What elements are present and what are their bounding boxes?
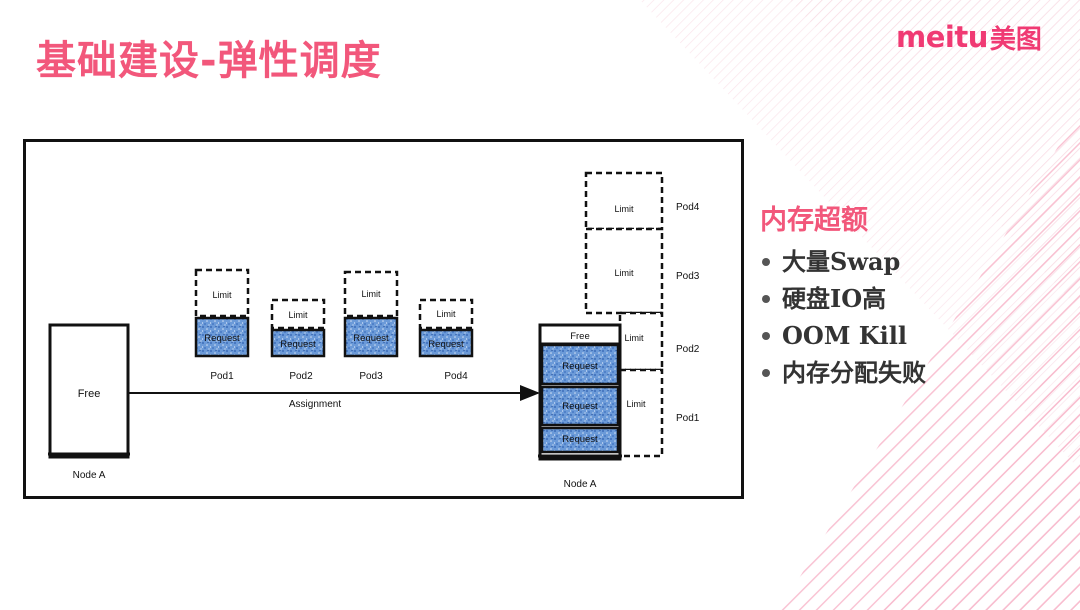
right-request-block-1 [540, 343, 620, 386]
pod1-request-label: Request [204, 333, 240, 344]
bullet-dot-icon [762, 331, 770, 340]
right-request-block-2 [540, 385, 620, 427]
right-node: Limit Limit Limit Limit Free Request Req… [538, 171, 700, 490]
right-pod-label-4: Pod4 [676, 202, 700, 213]
left-node-free-label: Free [78, 388, 101, 400]
bullet-text: OOM Kill [782, 321, 907, 350]
bullet-list: 大量Swap 硬盘IO高 OOM Kill 内存分配失败 [760, 243, 1070, 391]
pod3-limit-area [584, 227, 664, 315]
pod4-limit-label: Limit [436, 309, 456, 319]
pod3-group: Limit Request Pod3 [343, 270, 399, 382]
logo-latin-text: meitu [896, 20, 988, 54]
bullet-item: 大量Swap [760, 243, 1070, 280]
scheduling-diagram: Free Node A Assignment Limit Request Pod… [23, 139, 744, 499]
bullet-item: 硬盘IO高 [760, 280, 1070, 317]
right-limit-pod4: Limit [614, 204, 634, 214]
right-request-label-2: Request [562, 401, 598, 412]
assignment-label: Assignment [289, 399, 341, 410]
bullet-dot-icon [762, 294, 770, 303]
pod3-limit-label: Limit [361, 289, 381, 299]
right-pod-label-3: Pod3 [676, 271, 700, 282]
pod1-limit-label: Limit [212, 290, 232, 300]
memory-overcommit-bullets: 内存超额 大量Swap 硬盘IO高 OOM Kill 内存分配失败 [760, 198, 1070, 391]
pod1-limit-area [618, 368, 664, 458]
slide-title: 基础建设-弹性调度 [36, 38, 382, 84]
right-pod-label-1: Pod1 [676, 413, 700, 424]
bullet-text: 硬盘IO高 [782, 284, 887, 313]
bullet-dot-icon [762, 368, 770, 377]
left-node: Free Node A [48, 323, 130, 481]
left-node-label: Node A [73, 470, 106, 481]
bullet-text: 内存分配失败 [782, 358, 926, 387]
pod4-limit-area [584, 171, 664, 231]
pod2-group: Limit Request Pod2 [270, 298, 326, 382]
pod3-request-label: Request [353, 333, 389, 344]
bullet-text: 大量Swap [782, 247, 901, 276]
right-limit-pod2: Limit [624, 333, 644, 343]
pod3-label: Pod3 [359, 371, 383, 382]
right-node-free-label: Free [570, 331, 590, 342]
pod1-group: Limit Request Pod1 [194, 268, 250, 382]
right-request-block-3 [540, 426, 620, 454]
logo-cjk-text: 美图 [989, 24, 1042, 55]
pod2-limit-label: Limit [288, 310, 308, 320]
pod4-label: Pod4 [444, 371, 468, 382]
pod4-request-label: Request [428, 339, 464, 350]
bullets-heading: 内存超额 [760, 205, 868, 236]
right-pod-label-2: Pod2 [676, 344, 700, 355]
right-limit-pod3: Limit [614, 268, 634, 278]
bullet-dot-icon [762, 257, 770, 266]
bullet-item: OOM Kill [760, 317, 1070, 354]
bullet-item: 内存分配失败 [760, 354, 1070, 391]
right-request-label-1: Request [562, 361, 598, 372]
assignment-arrow: Assignment [129, 385, 540, 410]
right-request-label-3: Request [562, 434, 598, 445]
pod2-label: Pod2 [289, 371, 313, 382]
right-node-label: Node A [564, 479, 597, 490]
pod2-request-label: Request [280, 339, 316, 350]
meitu-logo: meitu 美图 [896, 20, 1042, 55]
pod1-label: Pod1 [210, 371, 234, 382]
pod4-group: Limit Request Pod4 [418, 298, 474, 382]
right-limit-pod1: Limit [626, 399, 646, 409]
